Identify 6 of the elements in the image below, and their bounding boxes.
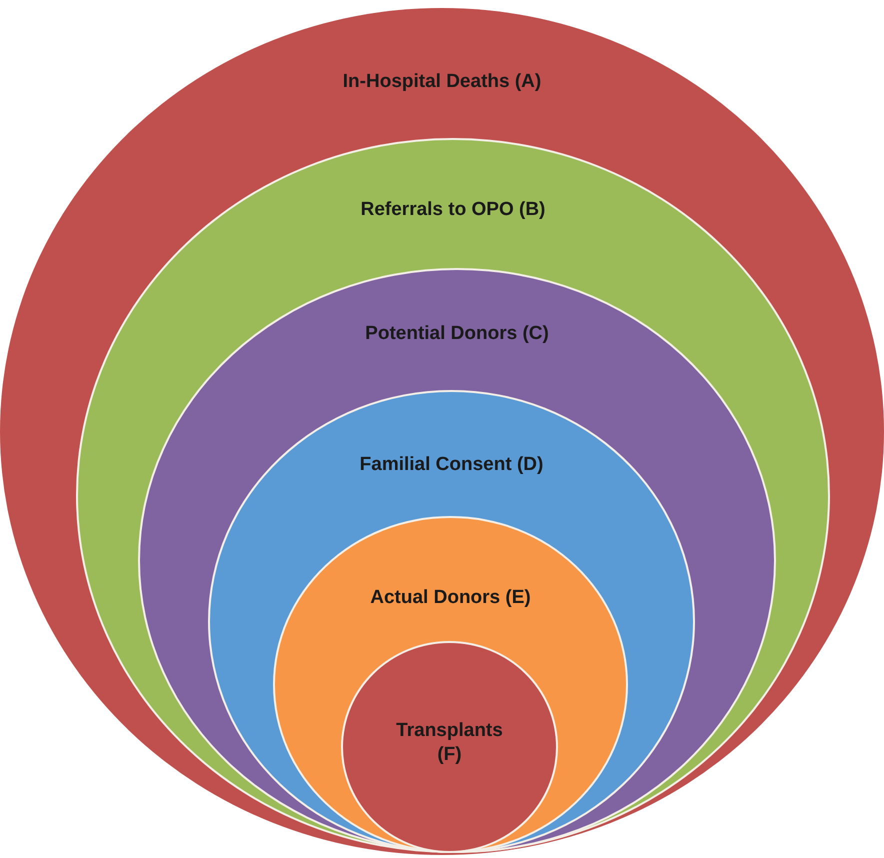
circle-label: Familial Consent (D) [360, 453, 544, 477]
circle-label: In-Hospital Deaths (A) [342, 70, 542, 94]
circle-label: Referrals to OPO (B) [360, 198, 546, 222]
circle-label: Transplants (F) [395, 719, 504, 767]
circle-label: Potential Donors (C) [365, 322, 549, 346]
circle-label: Actual Donors (E) [370, 586, 531, 610]
